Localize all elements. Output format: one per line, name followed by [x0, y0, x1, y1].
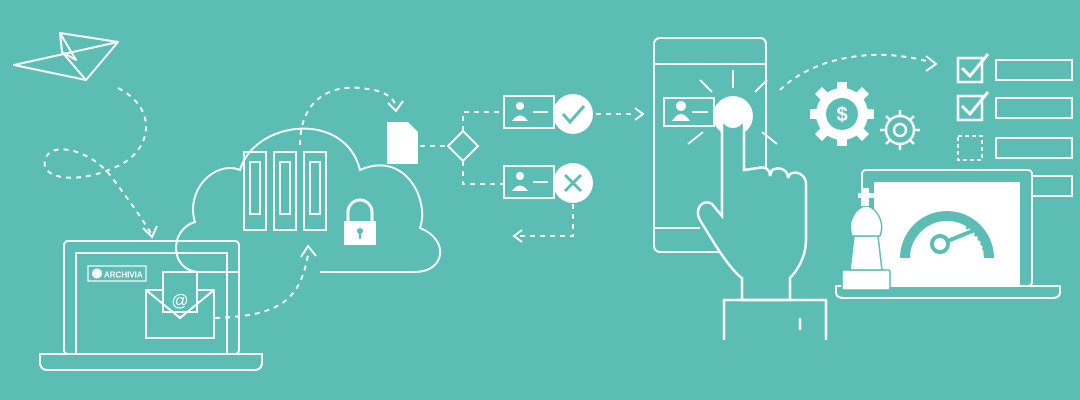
checklist-item-checked — [956, 53, 1073, 84]
email-envelope-icon — [145, 271, 215, 339]
brand-label: ARCHIVIA — [104, 271, 143, 280]
arrowhead — [300, 244, 317, 258]
arrowhead — [387, 100, 404, 113]
gear-dollar-symbol: $ — [836, 104, 847, 126]
tap-rays — [687, 70, 778, 145]
dashed-path-email-cloud — [214, 254, 309, 319]
checklist-item-checked — [956, 91, 1073, 122]
checklist-item-unchecked — [957, 135, 1073, 161]
check-circle-icon — [553, 94, 593, 134]
arrowhead — [142, 225, 158, 239]
brand-badge: ARCHIVIA — [87, 265, 147, 282]
arrowhead — [925, 55, 938, 72]
chess-king-icon — [841, 188, 891, 291]
pointing-hand-icon — [696, 96, 808, 302]
user-card-approved — [503, 95, 555, 129]
checklist-icon — [956, 53, 1073, 197]
arrowhead — [512, 229, 523, 243]
lock-icon — [344, 198, 376, 245]
dashed-connector — [520, 204, 574, 237]
x-circle-icon — [553, 163, 593, 203]
binder-icon — [243, 151, 327, 231]
dollar-gear-icon: $ — [810, 82, 874, 146]
document-icon — [387, 122, 418, 164]
speedometer-icon — [900, 211, 994, 259]
paper-plane-icon — [13, 32, 119, 81]
sleeve — [722, 298, 828, 340]
dashed-connector — [462, 161, 503, 185]
gear-icon — [880, 110, 920, 150]
dashed-path-cloud-doc — [299, 86, 397, 146]
email-at-symbol: @ — [171, 291, 188, 310]
laptop-left — [39, 240, 263, 371]
dashed-path-plane — [43, 87, 153, 236]
smartphone-icon — [653, 37, 767, 253]
cloud-icon — [175, 127, 441, 273]
arrowhead — [634, 107, 645, 121]
dashed-path-phone-checklist — [779, 53, 931, 91]
